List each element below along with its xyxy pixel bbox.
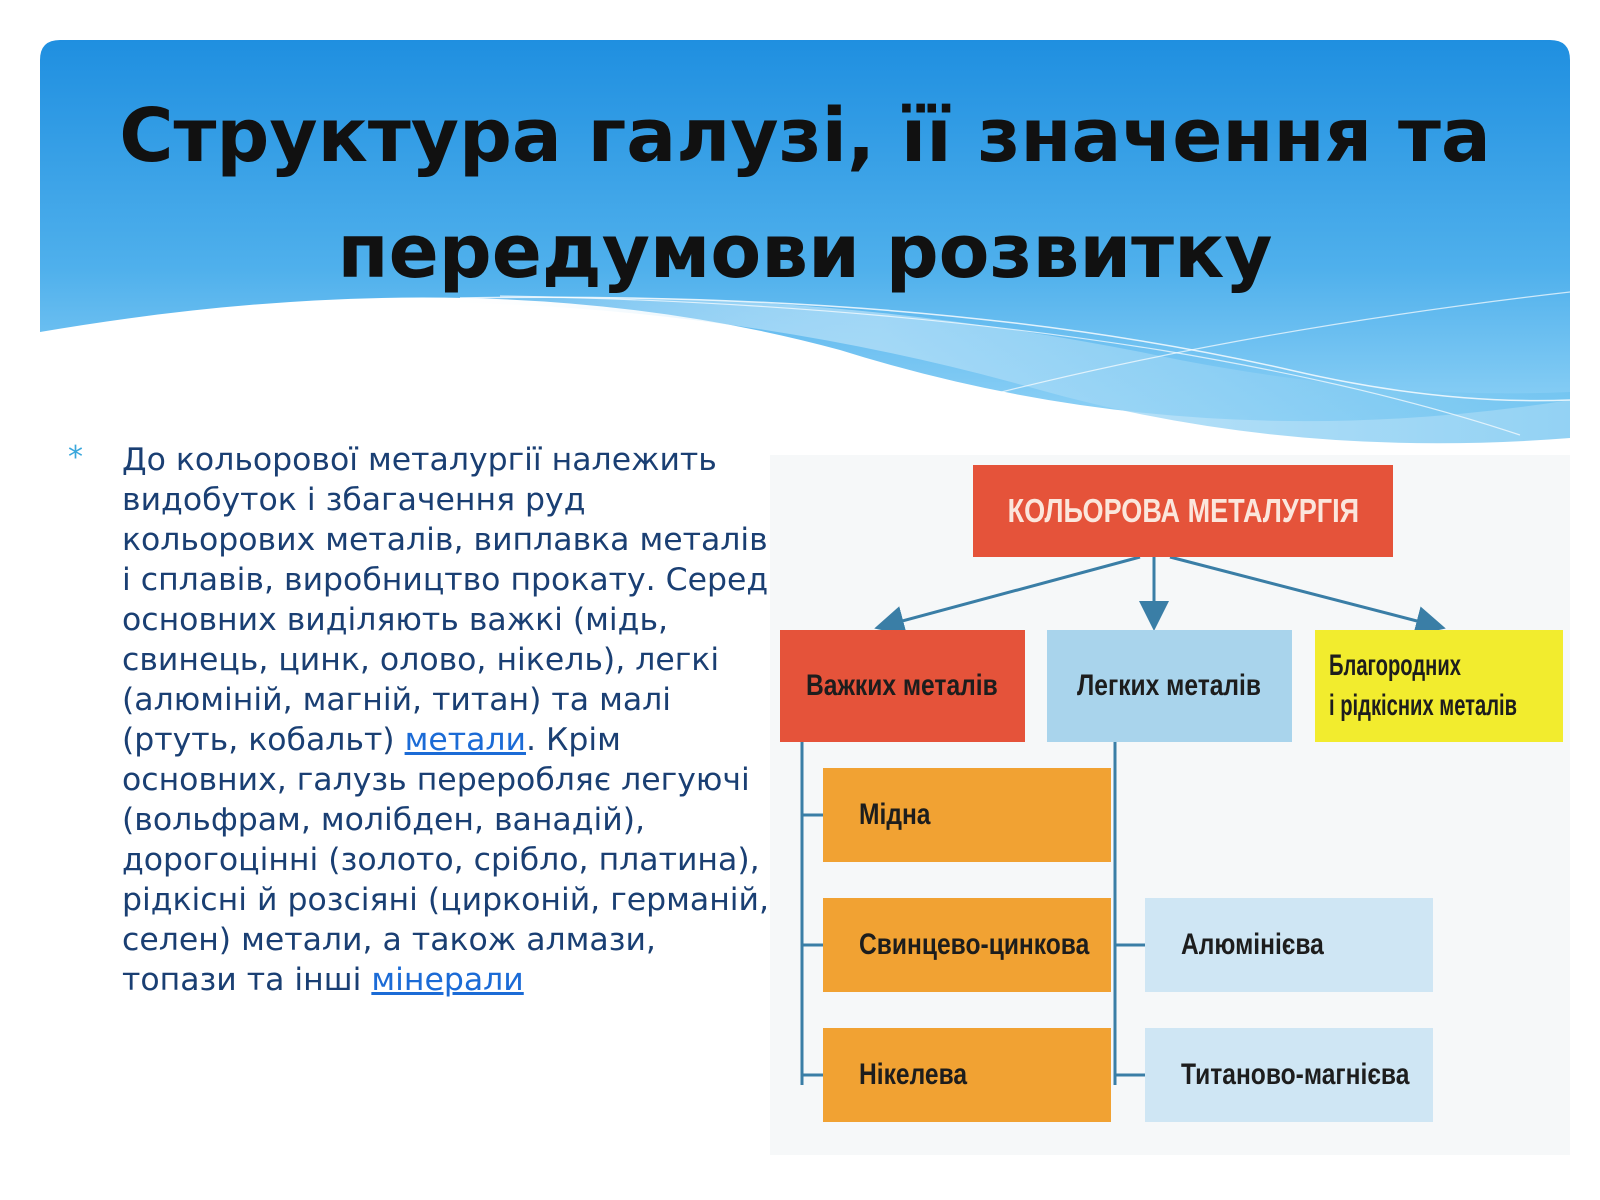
subbox-titanium-magnesium: Титаново-магнієва — [1145, 1028, 1433, 1122]
paragraph-text-part-2: . Крім основних, галузь переробляє легую… — [122, 722, 770, 998]
subbox-copper-label: Мідна — [859, 798, 931, 831]
subbox-aluminium: Алюмінієва — [1145, 898, 1433, 992]
subbox-aluminium-label: Алюмінієва — [1181, 928, 1324, 961]
header-banner: Структура галузі, її значення та передум… — [40, 40, 1570, 460]
subbox-copper: Мідна — [823, 768, 1111, 862]
bullet-asterisk-icon: * — [68, 440, 83, 475]
minerals-link[interactable]: мінерали — [371, 962, 524, 998]
category-heavy-metals: Важких металів — [780, 630, 1025, 742]
subbox-nickel-label: Нікелева — [859, 1058, 968, 1091]
paragraph-text-part-1: До кольорової металургії належить видобу… — [122, 442, 769, 758]
page-title: Структура галузі, її значення та передум… — [40, 78, 1570, 310]
category-heavy-label: Важких металів — [806, 669, 998, 702]
subbox-lead-zinc: Свинцево-цинкова — [823, 898, 1111, 992]
subbox-nickel: Нікелева — [823, 1028, 1111, 1122]
bullet-paragraph: До кольорової металургії належить видобу… — [122, 440, 772, 1000]
category-light-metals: Легких металів — [1047, 630, 1292, 742]
title-line-1: Структура галузі, її значення та — [119, 93, 1491, 179]
root-box-label: КОЛЬОРОВА МЕТАЛУРГІЯ — [1007, 492, 1359, 529]
category-noble-label-1: Благородних — [1329, 649, 1461, 682]
subbox-titanium-magnesium-label: Титаново-магнієва — [1181, 1058, 1410, 1091]
header-wave-background — [40, 40, 1570, 444]
category-noble-label-2: і рідкісних металів — [1329, 689, 1518, 722]
category-noble-rare-metals: Благородних і рідкісних металів — [1315, 630, 1563, 742]
title-line-2: передумови розвитку — [337, 209, 1273, 295]
root-box-nonferrous-metallurgy: КОЛЬОРОВА МЕТАЛУРГІЯ — [973, 465, 1393, 557]
metallurgy-structure-diagram: КОЛЬОРОВА МЕТАЛУРГІЯ Важких металів Легк… — [770, 455, 1570, 1155]
metals-link[interactable]: метали — [404, 722, 526, 758]
diagram-connectors — [800, 555, 1446, 1085]
category-light-label: Легких металів — [1077, 669, 1262, 702]
subbox-lead-zinc-label: Свинцево-цинкова — [859, 928, 1090, 961]
